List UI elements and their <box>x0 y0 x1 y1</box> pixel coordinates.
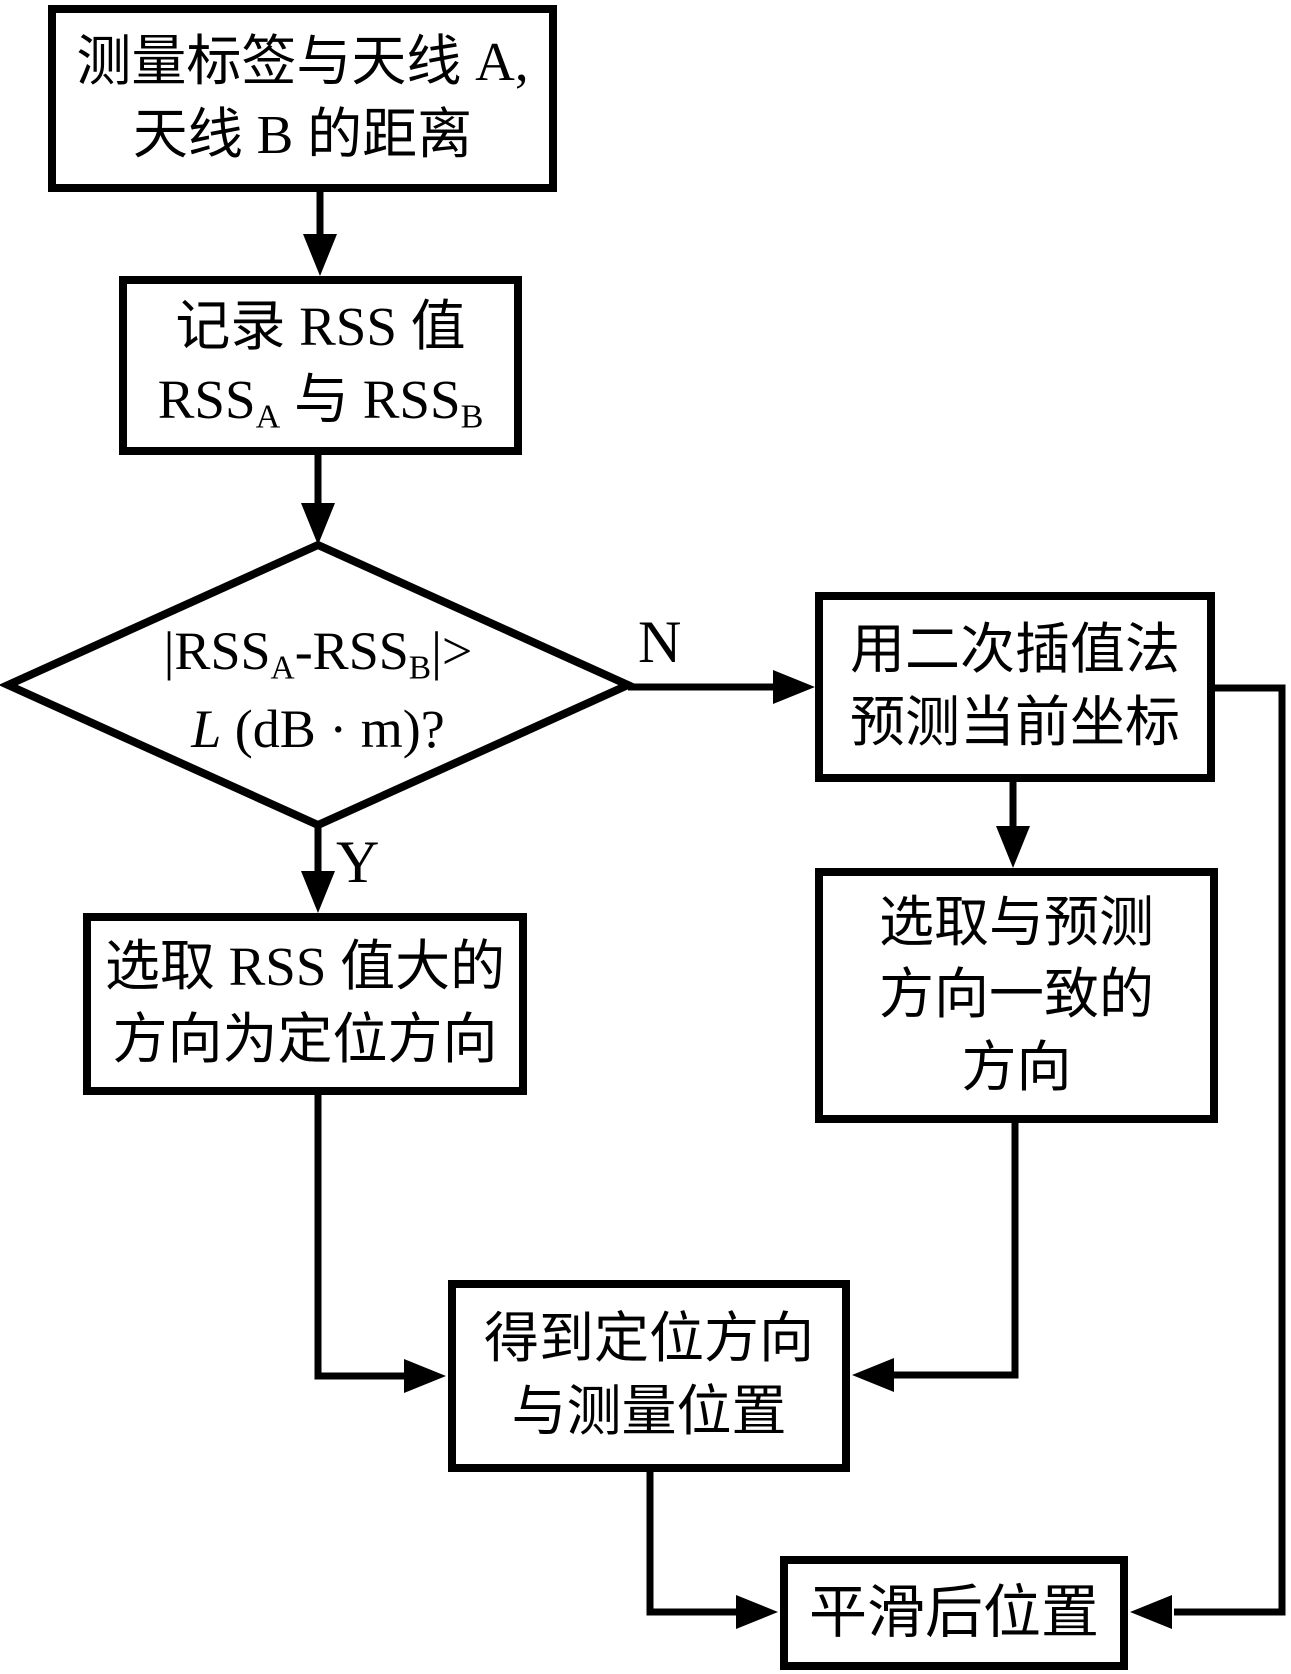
text-segment: |> <box>431 620 473 681</box>
text-segment: RSS <box>157 369 256 431</box>
node-text: 天线 B 的距离 <box>132 103 473 165</box>
node-text: RSSA 与 RSSB <box>158 364 484 440</box>
connector-getposition-to-smoothed <box>646 1470 741 1616</box>
arrowhead-right-getposition-left <box>404 1359 446 1393</box>
connector-chooserss-to-getposition <box>314 1093 409 1380</box>
node-text: 记录 RSS 值 <box>175 296 466 358</box>
connector-chooseconsistent-to-getposition <box>889 1121 1019 1379</box>
text-segment: L <box>191 698 222 759</box>
node-text: 测量标签与天线 A, <box>76 30 529 92</box>
node-choose-consistent-direction: 选取与预测 方向一致的 方向 <box>815 868 1218 1123</box>
connector-predict-to-smoothed <box>1174 684 1286 1616</box>
branch-label-yes: Y <box>336 829 380 895</box>
branch-label-no: N <box>638 609 682 675</box>
node-measure-distance: 测量标签与天线 A, 天线 B 的距离 <box>48 5 557 192</box>
node-get-position: 得到定位方向 与测量位置 <box>448 1280 850 1472</box>
node-predict-coord: 用二次插值法 预测当前坐标 <box>815 592 1215 782</box>
node-text: 用二次插值法 <box>849 619 1180 681</box>
node-text: 预测当前坐标 <box>849 692 1180 753</box>
arrowhead-right-predict <box>773 670 815 704</box>
node-text: 平滑后位置 <box>808 1579 1099 1645</box>
node-text: 方向为定位方向 <box>112 1009 498 1070</box>
arrowhead-down-chooserss <box>301 871 335 913</box>
node-text: 与测量位置 <box>511 1381 787 1442</box>
text-segment: |RSS <box>163 620 271 681</box>
node-choose-rss-direction: 选取 RSS 值大的 方向为定位方向 <box>83 913 527 1095</box>
node-decision-text: |RSSA-RSSB|> L (dB · m)? <box>8 555 628 825</box>
text-segment: -RSS <box>294 620 409 681</box>
node-text: 选取 RSS 值大的 <box>104 936 506 998</box>
arrowhead-down-decision <box>301 503 335 545</box>
node-text: 方向 <box>961 1036 1072 1098</box>
text-segment: (dB · m)? <box>221 698 445 759</box>
arrowhead-down-chooseconsistent <box>996 826 1030 868</box>
node-text: 选取与预测 <box>878 891 1154 953</box>
subscript-text: A <box>255 398 281 436</box>
arrowhead-left-smoothed-right <box>1130 1595 1172 1629</box>
subscript-text: B <box>460 398 484 436</box>
subscript-text: A <box>270 649 295 687</box>
decision-diamond <box>0 540 638 830</box>
node-smoothed-position: 平滑后位置 <box>780 1556 1128 1670</box>
arrowhead-left-getposition-right <box>852 1358 894 1392</box>
decision-condition-line2: L (dB · m)? <box>191 692 444 767</box>
subscript-text: B <box>408 649 432 687</box>
node-record-rss: 记录 RSS 值 RSSA 与 RSSB <box>119 276 522 455</box>
arrowhead-down-record <box>303 234 337 276</box>
arrowhead-right-smoothed-left <box>736 1595 778 1629</box>
node-text: 得到定位方向 <box>483 1308 814 1370</box>
node-text: 方向一致的 <box>878 964 1154 1026</box>
decision-condition-line1: |RSSA-RSSB|> <box>164 614 473 692</box>
text-segment: 与 RSS <box>280 369 461 431</box>
